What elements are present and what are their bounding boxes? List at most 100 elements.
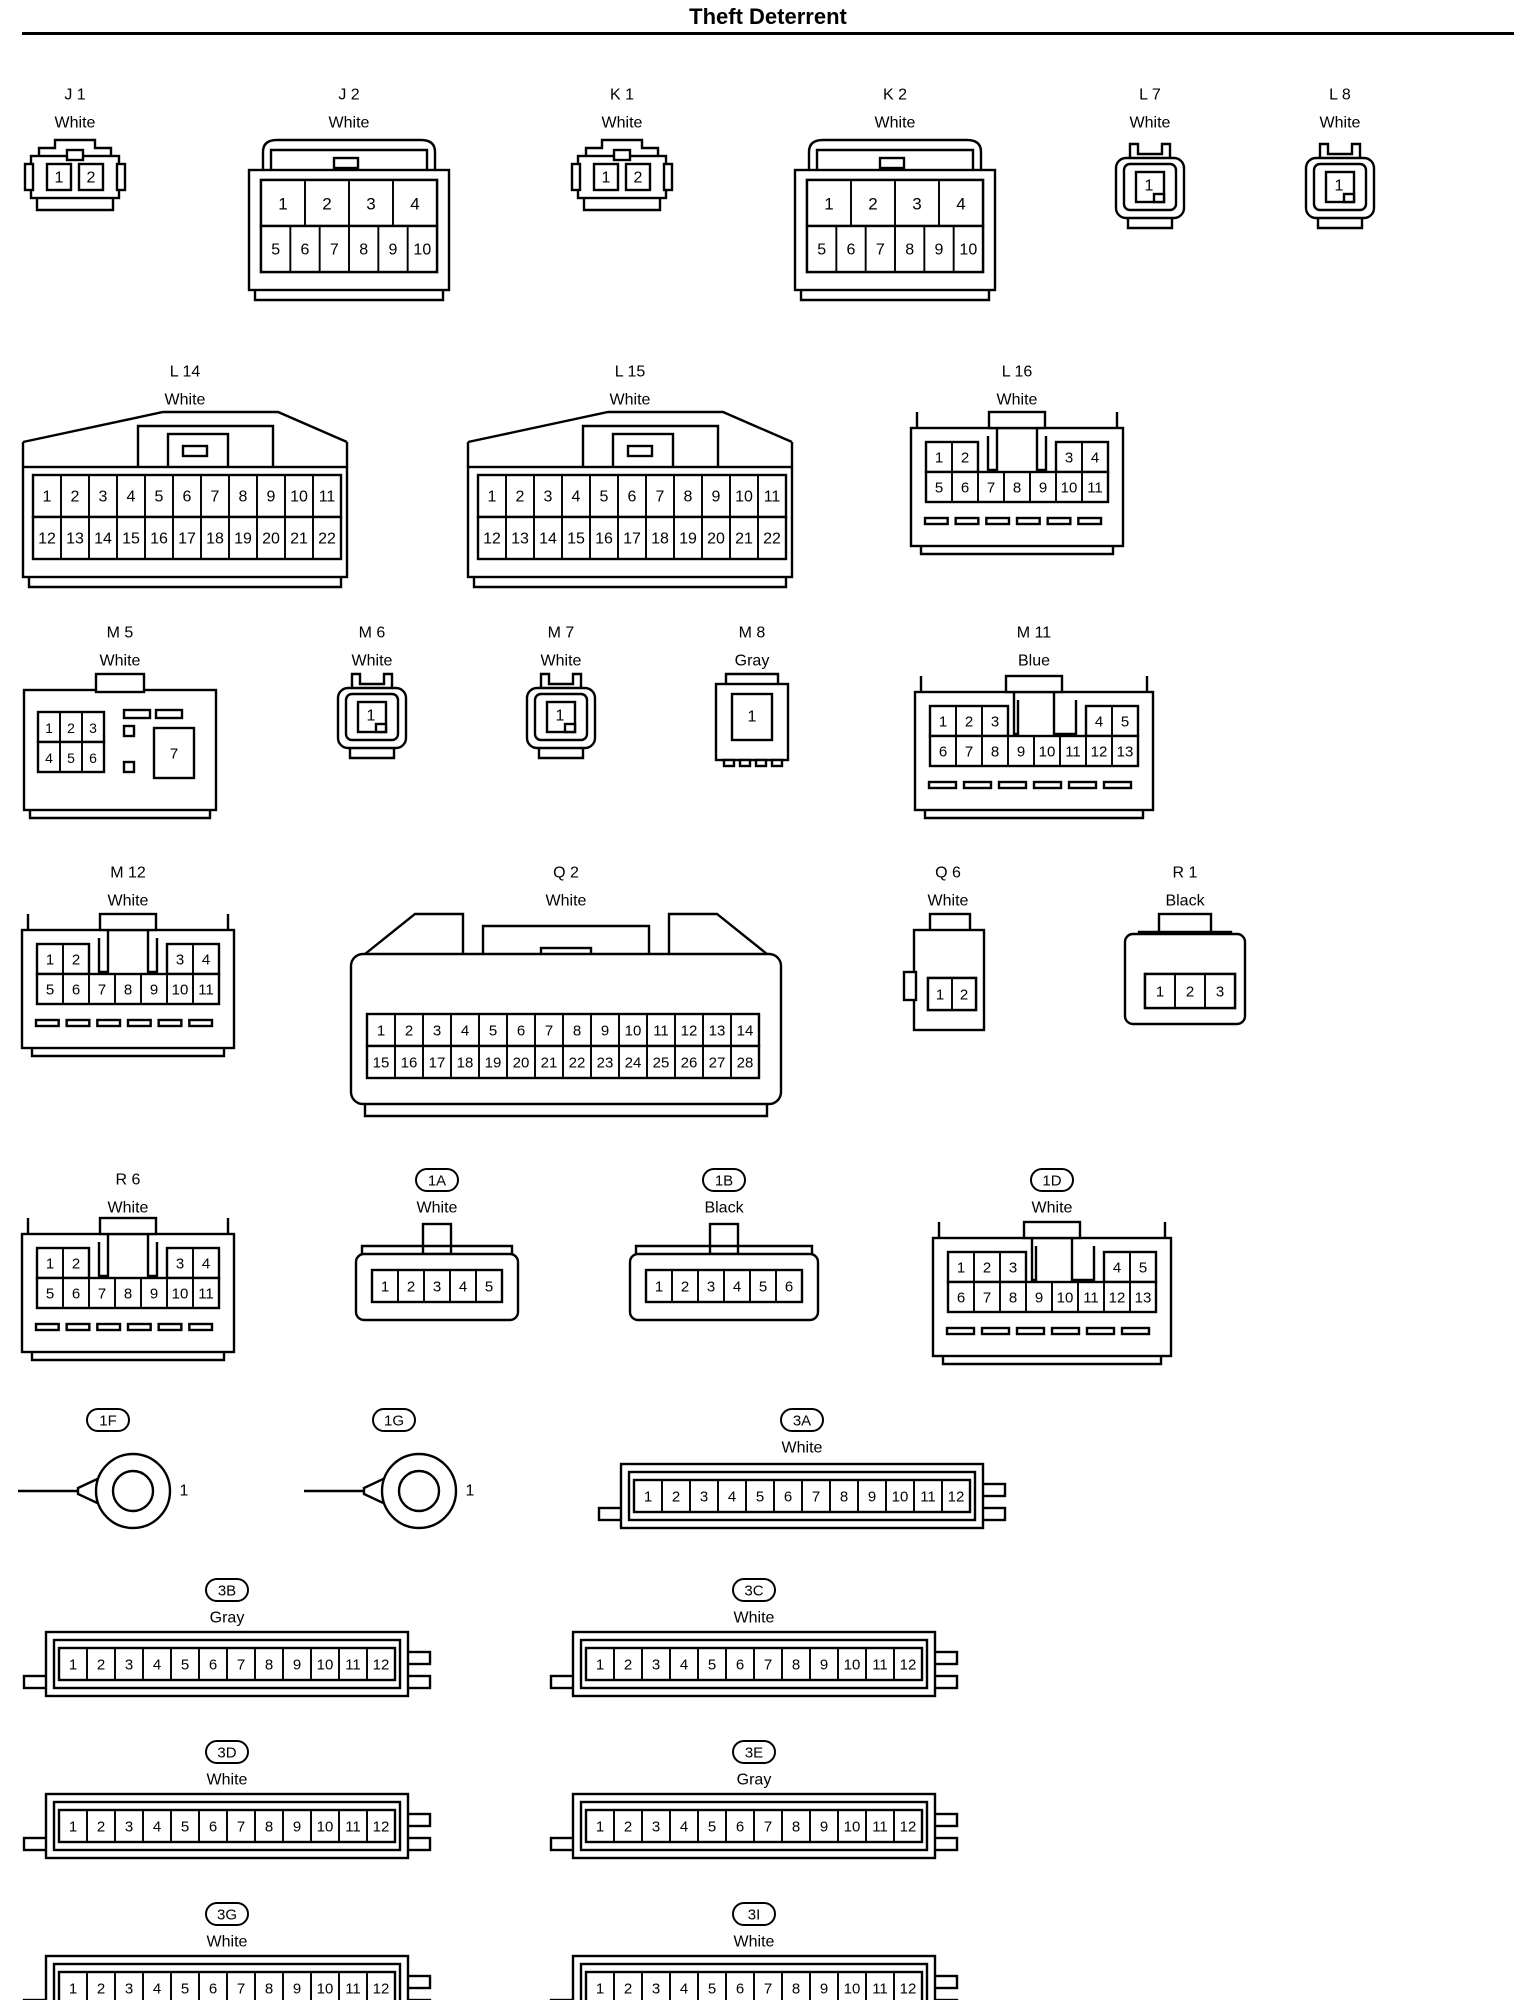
pin-number: 1	[824, 195, 833, 214]
pin-number: 8	[265, 1657, 273, 1674]
pin-number: 7	[812, 1489, 820, 1506]
housing-outline	[537, 748, 585, 760]
pin-number: 17	[623, 531, 641, 548]
pin-number: 1	[602, 170, 611, 187]
pin-number: 25	[653, 1055, 670, 1072]
connector-code: M 5	[107, 625, 134, 642]
pin-number: 23	[597, 1055, 614, 1072]
pin-number: 8	[265, 1981, 273, 1998]
pin-number: 6	[209, 1819, 217, 1836]
pin-number: 11	[1083, 1290, 1099, 1307]
pin-number: 1	[55, 170, 64, 187]
pin-tab	[34, 1018, 60, 1028]
pin-number: 8	[1009, 1290, 1017, 1307]
pin-number: 1	[69, 1657, 77, 1674]
pin-number: 1	[596, 1981, 604, 1998]
connector-color: White	[108, 1200, 149, 1217]
pin-number: 9	[1039, 480, 1047, 497]
pin-number: 7	[237, 1819, 245, 1836]
pin-number: 5	[708, 1981, 716, 1998]
pin-number: 5	[181, 1657, 189, 1674]
pin-cell	[77, 162, 105, 192]
pin-number: 8	[792, 1819, 800, 1836]
housing-outline	[724, 672, 780, 684]
pin-number: 1	[46, 1256, 54, 1273]
latch	[94, 672, 146, 694]
pin-tab	[1015, 1326, 1046, 1336]
pin-number: 22	[569, 1055, 586, 1072]
pin-tab	[1032, 780, 1063, 790]
pin-number: 3	[991, 714, 999, 731]
pin-number: 4	[733, 1279, 741, 1296]
pin-number: 7	[965, 744, 973, 761]
pin-number: 7	[98, 1286, 106, 1303]
pin-number: 6	[89, 750, 97, 766]
pin-number: 5	[1121, 714, 1129, 731]
pin-number: 12	[1091, 744, 1108, 761]
pin-row	[31, 473, 343, 519]
key	[563, 722, 577, 734]
pin-number: 9	[1035, 1290, 1043, 1307]
housing-outline	[807, 138, 983, 170]
pin-number: 21	[735, 531, 753, 548]
pin-number: 1	[43, 489, 52, 506]
pin-number: 13	[66, 531, 84, 548]
connector-color: White	[1032, 1200, 1073, 1217]
pin-number: 1	[69, 1819, 77, 1836]
pin-number: 4	[459, 1279, 467, 1296]
housing-outline	[37, 138, 113, 160]
pin-number: 7	[237, 1657, 245, 1674]
latch	[98, 1216, 158, 1236]
pin-number: 1	[935, 450, 943, 467]
connector-color: White	[602, 115, 643, 132]
pin-number: 6	[939, 744, 947, 761]
pin-number: 20	[707, 531, 725, 548]
pin-number: 10	[844, 1819, 861, 1836]
pin-number: 14	[94, 531, 112, 548]
pin-number: 4	[1113, 1260, 1121, 1277]
connector-code-badge	[205, 1578, 249, 1602]
connector-color: White	[55, 115, 96, 132]
pin-number: 13	[1117, 744, 1134, 761]
pin-number: 4	[153, 1657, 161, 1674]
pin-number: 5	[271, 242, 280, 259]
pin-number: 8	[573, 1023, 581, 1040]
pin-number: 2	[71, 489, 80, 506]
pin-number: 1	[596, 1657, 604, 1674]
pin-number: 11	[872, 1657, 888, 1674]
connector-color: White	[329, 115, 370, 132]
pin-number: 8	[239, 489, 248, 506]
connector-color: White	[207, 1934, 248, 1951]
pin-number: 3	[544, 489, 553, 506]
pin-number: 11	[198, 982, 214, 999]
key	[374, 722, 388, 734]
pin-number: 11	[345, 1819, 361, 1836]
housing-outline	[576, 154, 668, 200]
pin-tab	[1046, 516, 1072, 526]
pin-number: 11	[653, 1023, 669, 1040]
housing-outline	[28, 810, 212, 820]
housing-outline	[30, 1048, 226, 1058]
pin-number: 10	[959, 242, 977, 259]
pin-tab	[1015, 516, 1041, 526]
connector-code: L 16	[1002, 364, 1033, 381]
key	[1152, 192, 1166, 204]
connector-code: J 1	[64, 87, 85, 104]
pin-number: 20	[262, 531, 280, 548]
pin-number: 5	[756, 1489, 764, 1506]
pin-row	[476, 515, 788, 561]
connector-color: White	[546, 893, 587, 910]
pin-row	[35, 972, 221, 1006]
pin-tab	[954, 516, 980, 526]
connector-code: 3G	[217, 1907, 237, 1924]
pin-number: 10	[625, 1023, 642, 1040]
connector-code-badge	[780, 1408, 824, 1432]
pin-number: 3	[176, 952, 184, 969]
